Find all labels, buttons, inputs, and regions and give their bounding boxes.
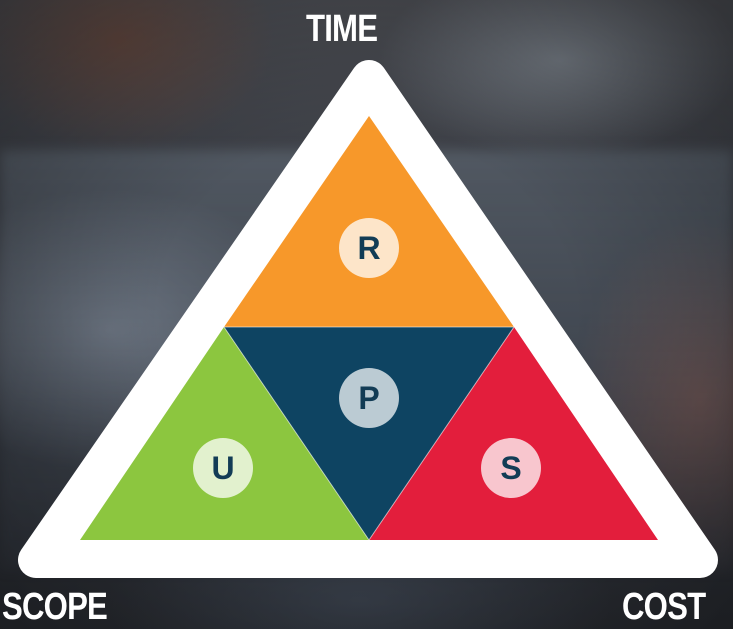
section-left [80, 327, 369, 540]
section-right [369, 327, 658, 540]
label-time: TIME [306, 8, 378, 50]
badge-left: U [193, 438, 253, 498]
section-center [224, 327, 514, 540]
badge-top: R [339, 218, 399, 278]
label-scope: SCOPE [2, 586, 108, 628]
label-cost: COST [622, 586, 706, 628]
section-dividers [223, 326, 515, 541]
badge-center: P [339, 368, 399, 428]
badge-right: S [481, 438, 541, 498]
